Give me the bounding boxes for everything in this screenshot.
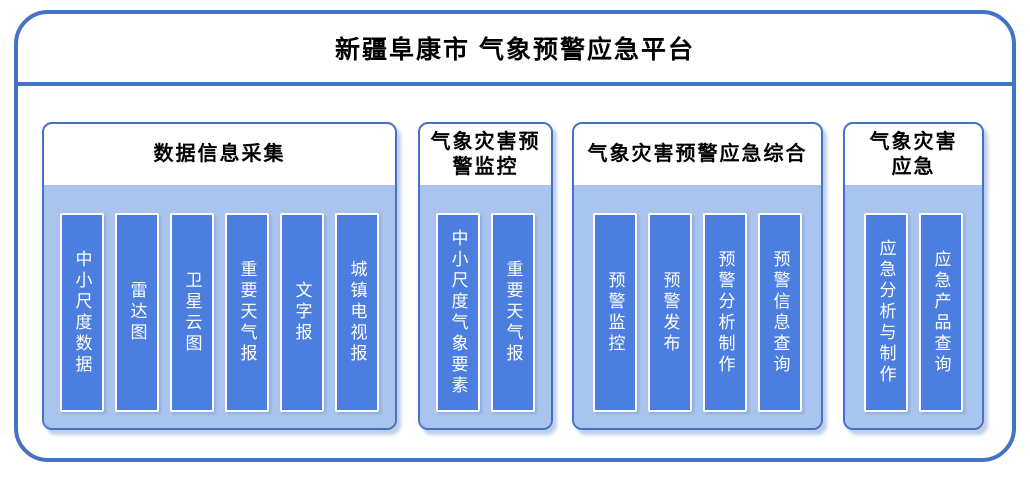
module-label: 中小尺度数据: [72, 249, 92, 376]
module-label: 预警分析制作: [715, 249, 735, 376]
module-bar: 应急分析与制作: [864, 213, 908, 412]
module-label: 重要天气报: [237, 260, 257, 365]
module-label: 应急分析与制作: [876, 239, 896, 386]
page-title: 新疆阜康市 气象预警应急平台: [18, 14, 1012, 86]
module-label: 文字报: [292, 281, 312, 344]
panel-warning-monitoring: 气象灾害预警监控 中小尺度气象要素 重要天气报: [418, 122, 553, 430]
module-label: 预警信息查询: [770, 249, 790, 376]
module-label: 城镇电视报: [347, 260, 367, 365]
module-bar: 应急产品查询: [919, 213, 963, 412]
platform-frame: 新疆阜康市 气象预警应急平台 数据信息采集 中小尺度数据 雷达图 卫星云图 重要…: [14, 10, 1016, 462]
module-bar: 卫星云图: [170, 213, 214, 412]
module-label: 雷达图: [127, 281, 147, 344]
panel-warning-monitoring-title: 气象灾害预警监控: [430, 130, 541, 178]
panel-data-collection: 数据信息采集 中小尺度数据 雷达图 卫星云图 重要天气报 文字报 城镇电视报: [42, 122, 397, 430]
module-bar: 预警信息查询: [758, 213, 802, 412]
module-label: 卫星云图: [182, 270, 202, 355]
module-bar: 预警分析制作: [703, 213, 747, 412]
panel-warning-emergency-comprehensive: 气象灾害预警应急综合 预警监控 预警发布 预警分析制作 预警信息查询: [572, 122, 823, 430]
module-bar: 重要天气报: [491, 213, 535, 412]
module-bar: 文字报: [280, 213, 324, 412]
module-bar: 预警监控: [593, 213, 637, 412]
module-label: 应急产品查询: [931, 249, 951, 376]
module-label: 预警监控: [605, 270, 625, 355]
module-bar: 中小尺度数据: [60, 213, 104, 412]
module-bar: 中小尺度气象要素: [436, 213, 480, 412]
panel-disaster-emergency-body: 应急分析与制作 应急产品查询: [845, 185, 982, 428]
module-bar: 雷达图: [115, 213, 159, 412]
module-bar: 城镇电视报: [335, 213, 379, 412]
panel-warning-emergency-comprehensive-body: 预警监控 预警发布 预警分析制作 预警信息查询: [574, 185, 821, 428]
panel-disaster-emergency: 气象灾害应急 应急分析与制作 应急产品查询: [843, 122, 984, 430]
module-bar: 预警发布: [648, 213, 692, 412]
panel-data-collection-body: 中小尺度数据 雷达图 卫星云图 重要天气报 文字报 城镇电视报: [44, 185, 395, 428]
panel-warning-emergency-comprehensive-title: 气象灾害预警应急综合: [587, 143, 808, 165]
panel-data-collection-title: 数据信息采集: [153, 143, 286, 165]
module-label: 中小尺度气象要素: [448, 228, 468, 397]
module-label: 重要天气报: [503, 260, 523, 365]
module-bar: 重要天气报: [225, 213, 269, 412]
panel-disaster-emergency-title: 气象灾害应急: [869, 130, 958, 178]
panel-warning-monitoring-body: 中小尺度气象要素 重要天气报: [420, 185, 551, 428]
module-label: 预警发布: [660, 270, 680, 355]
